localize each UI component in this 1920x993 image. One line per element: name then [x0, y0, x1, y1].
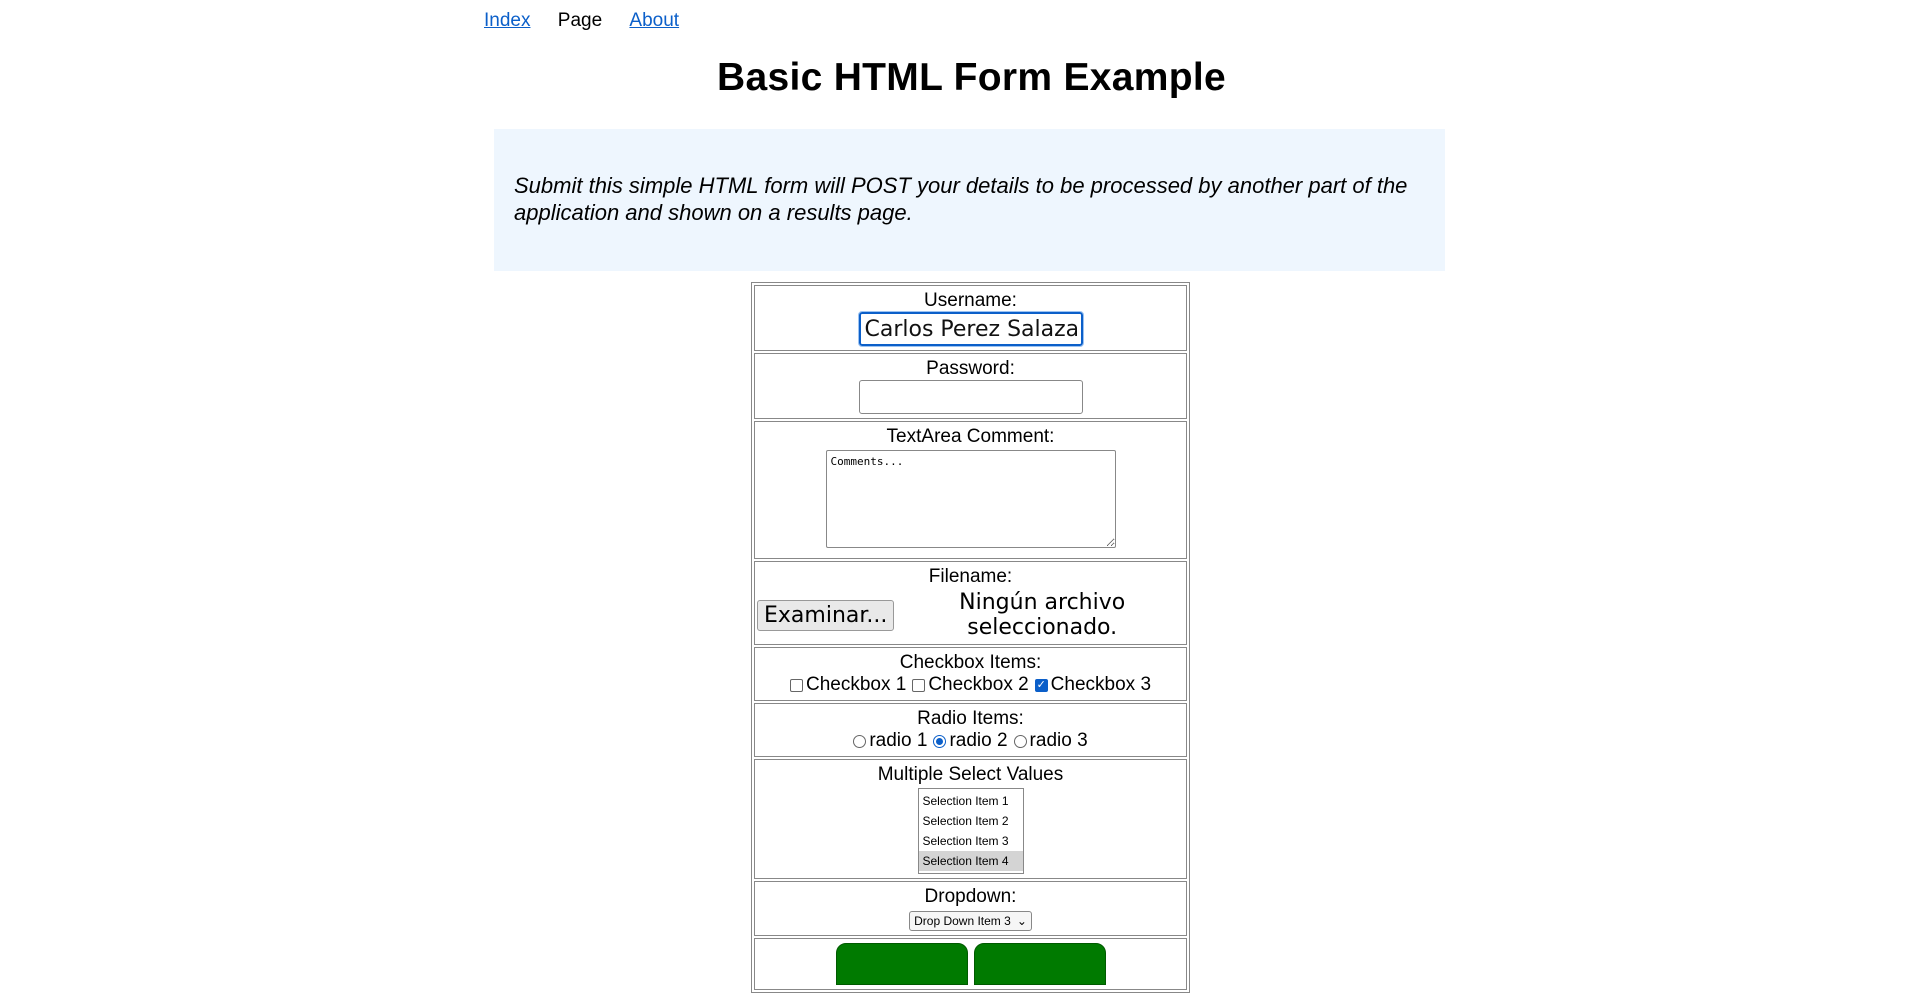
- checkbox-3-label: Checkbox 3: [1050, 674, 1152, 695]
- radio-3[interactable]: [1013, 734, 1027, 748]
- multiselect-cell: Multiple Select Values Selection Item 1 …: [754, 759, 1187, 879]
- file-cell: Filename: Examinar... Ningún archivo sel…: [754, 561, 1187, 645]
- checkbox-cell: Checkbox Items: Checkbox 1 Checkbox 2 Ch…: [754, 647, 1187, 701]
- multiselect-option[interactable]: Selection Item 3: [922, 834, 1009, 848]
- checkbox-2-label: Checkbox 2: [928, 674, 1029, 695]
- dropdown-value: Drop Down Item 3: [914, 914, 1011, 928]
- multiselect-option[interactable]: Selection Item 4: [918, 851, 1023, 871]
- checkbox-1[interactable]: [789, 678, 803, 692]
- checkbox-label: Checkbox Items:: [899, 652, 1042, 673]
- username-cell: Username:: [754, 285, 1187, 351]
- comment-textarea[interactable]: Comments...: [825, 450, 1116, 548]
- file-browse-button[interactable]: Examinar...: [757, 599, 895, 631]
- top-nav: Index Page About: [484, 10, 701, 32]
- nav-index-link[interactable]: Index: [484, 10, 531, 31]
- password-input[interactable]: [858, 380, 1083, 414]
- username-input[interactable]: [857, 311, 1084, 347]
- file-status: Ningún archivo seleccionado.: [959, 590, 1126, 640]
- submit-button[interactable]: [973, 943, 1106, 985]
- checkbox-3[interactable]: [1034, 678, 1048, 692]
- multiselect-option[interactable]: Selection Item 1: [922, 794, 1009, 808]
- radio-3-label: radio 3: [1029, 730, 1088, 751]
- checkbox-2[interactable]: [912, 678, 926, 692]
- buttons-cell: [754, 938, 1187, 990]
- password-cell: Password:: [754, 353, 1187, 419]
- password-label: Password:: [926, 358, 1015, 379]
- checkbox-1-label: Checkbox 1: [805, 674, 907, 695]
- radio-label: Radio Items:: [917, 708, 1024, 729]
- radio-1-label: radio 1: [869, 730, 928, 751]
- radio-cell: Radio Items: radio 1 radio 2 radio 3: [754, 703, 1187, 757]
- radio-group: radio 1 radio 2 radio 3: [757, 730, 1184, 752]
- nav-page-label: Page: [557, 10, 603, 31]
- html-form-table: Username: Password: TextArea Comment: Co…: [751, 282, 1190, 993]
- checkbox-group: Checkbox 1 Checkbox 2 Checkbox 3: [757, 674, 1184, 696]
- radio-2[interactable]: [933, 734, 947, 748]
- radio-1[interactable]: [853, 734, 867, 748]
- dropdown-cell: Dropdown: Drop Down Item 3 ⌄: [754, 881, 1187, 936]
- comment-label: TextArea Comment:: [886, 426, 1055, 447]
- multiselect-list[interactable]: Selection Item 1 Selection Item 2 Select…: [917, 788, 1024, 874]
- file-label: Filename:: [928, 566, 1013, 587]
- dropdown-select[interactable]: Drop Down Item 3 ⌄: [909, 911, 1032, 931]
- cancel-button[interactable]: [835, 943, 968, 985]
- explanation-text: Submit this simple HTML form will POST y…: [514, 173, 1408, 225]
- chevron-down-icon: ⌄: [1016, 914, 1027, 928]
- username-label: Username:: [924, 290, 1017, 311]
- radio-2-label: radio 2: [949, 730, 1008, 751]
- page-title: Basic HTML Form Example: [717, 56, 1226, 99]
- multiselect-label: Multiple Select Values: [877, 764, 1064, 785]
- explanation-panel: Submit this simple HTML form will POST y…: [494, 129, 1445, 271]
- comment-cell: TextArea Comment: Comments...: [754, 421, 1187, 559]
- dropdown-label: Dropdown:: [924, 886, 1017, 907]
- multiselect-option[interactable]: Selection Item 2: [922, 814, 1009, 828]
- nav-about-link[interactable]: About: [629, 10, 680, 31]
